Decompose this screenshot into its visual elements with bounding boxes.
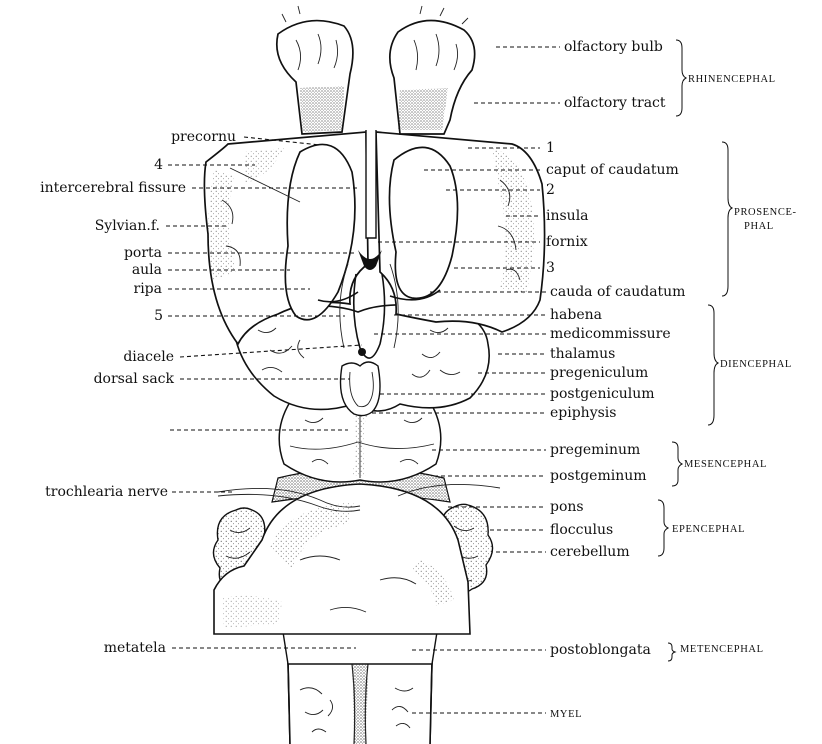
label-habena: habena — [550, 307, 602, 323]
label-intercerebral-fissure: intercerebral fissure — [40, 180, 186, 196]
label-caput-of-caudatum: caput of caudatum — [546, 162, 679, 178]
brace-metencephal — [668, 643, 675, 661]
label-2: 2 — [546, 182, 555, 198]
label-5: 5 — [154, 308, 163, 324]
label-postgeminum: postgeminum — [550, 468, 647, 484]
label-olfactory-bulb: olfactory bulb — [564, 39, 663, 55]
group-metencephal: METENCEPHAL — [680, 644, 764, 655]
label-pregeniculum: pregeniculum — [550, 365, 648, 381]
division-labels: RHINENCEPHAL PROSENCE- PHAL DIENCEPHAL M… — [672, 74, 797, 655]
olfactory-bulbs — [277, 6, 475, 134]
label-sylvian-f: Sylvian.f. — [95, 218, 160, 234]
label-myel: MYEL — [550, 709, 582, 720]
label-diacele: diacele — [123, 349, 174, 365]
group-mesencephal: MESENCEPHAL — [684, 459, 767, 470]
label-precornu: precornu — [171, 129, 236, 145]
group-braces — [658, 40, 732, 661]
group-prosencephal-line2: PHAL — [744, 221, 774, 232]
label-porta: porta — [124, 245, 162, 261]
label-postoblongata: postoblongata — [550, 642, 651, 658]
label-flocculus: flocculus — [550, 522, 613, 538]
brace-prosencephal — [722, 142, 732, 296]
group-prosencephal-line1: PROSENCE- — [734, 207, 797, 218]
brace-rhinencephal — [676, 40, 686, 116]
label-aula: aula — [132, 262, 162, 278]
label-medicommissure: medicommissure — [550, 326, 671, 342]
group-epencephal: EPENCEPHAL — [672, 524, 745, 535]
label-pregeminum: pregeminum — [550, 442, 640, 458]
label-olfactory-tract: olfactory tract — [564, 95, 666, 111]
label-metatela: metatela — [104, 640, 166, 656]
label-trochlearia-nerve: trochlearia nerve — [45, 484, 168, 500]
label-dorsal-sack: dorsal sack — [94, 371, 175, 387]
brace-epencephal — [658, 500, 668, 556]
label-cauda-of-caudatum: cauda of caudatum — [550, 284, 685, 300]
spinal-cord — [288, 662, 432, 744]
label-ripa: ripa — [134, 281, 162, 297]
label-postgeniculum: postgeniculum — [550, 386, 655, 402]
label-1: 1 — [546, 140, 555, 156]
label-4: 4 — [154, 157, 163, 173]
label-thalamus: thalamus — [550, 346, 615, 362]
label-pons: pons — [550, 499, 584, 515]
label-3: 3 — [546, 260, 555, 276]
right-labels: olfactory bulb olfactory tract 1 caput o… — [546, 39, 685, 720]
group-diencephal: DIENCEPHAL — [720, 359, 792, 370]
group-rhinencephal: RHINENCEPHAL — [688, 74, 776, 85]
label-cerebellum: cerebellum — [550, 544, 630, 560]
label-epiphysis: epiphysis — [550, 405, 616, 421]
label-fornix: fornix — [546, 234, 588, 250]
brain-illustration — [204, 6, 544, 744]
label-insula: insula — [546, 208, 589, 224]
brace-diencephal — [708, 305, 718, 425]
brace-mesencephal — [672, 442, 682, 486]
